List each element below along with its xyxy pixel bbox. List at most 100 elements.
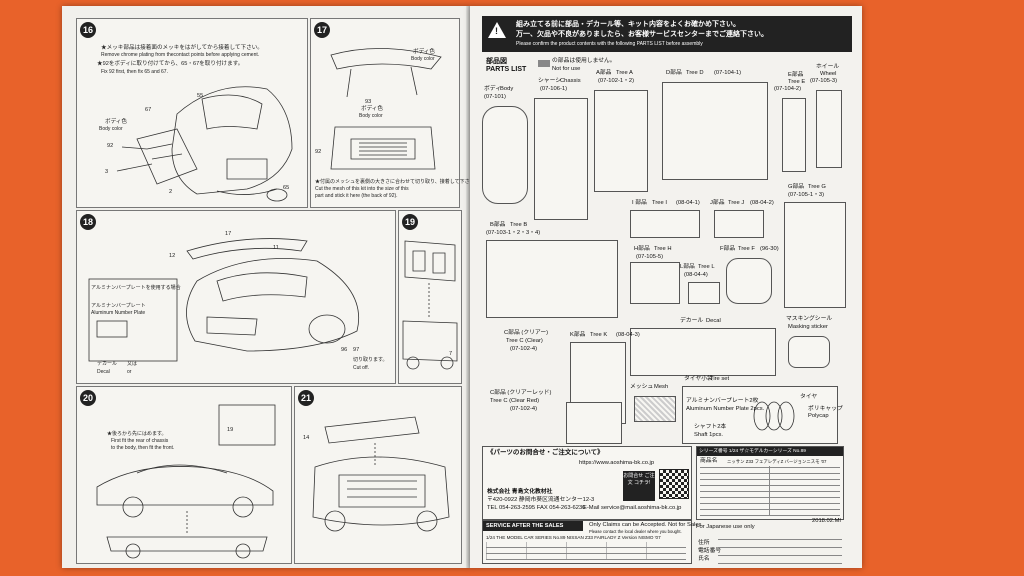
tree-i-en: Tree I xyxy=(652,200,667,206)
interior-chassis-drawing xyxy=(402,240,458,370)
not-for-use-swatch xyxy=(538,60,550,67)
shaft-jp: シャフト2本 xyxy=(694,424,727,430)
plate-usage-jp: アルミナンバープレートを使用する場合 xyxy=(91,285,181,291)
service-title: SERVICE AFTER THE SALES xyxy=(486,523,564,529)
tree-a-en: Tree A xyxy=(616,70,633,76)
cut-off-en: Cut off. xyxy=(353,365,370,371)
tree-l-drawing xyxy=(688,282,720,304)
wheel-jp: ホイール xyxy=(816,64,840,70)
not-for-use-jp: の部品は使用しません。 xyxy=(552,58,616,64)
rear-wing-drawing xyxy=(330,48,442,170)
tree-j-code: (08-04-2) xyxy=(750,200,774,206)
step-16-note1-jp: ★メッキ部品は接着面のメッキをはがしてから接着して下さい。 xyxy=(101,45,263,51)
right-parts-list-page: ! 組み立てる前に部品・デカール等、キット内容をよくお確かめ下さい。 万一、欠品… xyxy=(470,6,862,568)
tree-h-code: (07-105-5) xyxy=(636,254,664,260)
tree-l-jp: L部品 xyxy=(680,264,695,270)
tree-i-jp: I 部品 xyxy=(632,200,647,206)
header-line-3: Please confirm the product contents with… xyxy=(516,41,703,47)
tree-a-drawing xyxy=(594,90,648,192)
tree-g-jp: G部品 xyxy=(788,184,805,190)
body-color-en-label: Body color xyxy=(99,126,123,132)
body-part-drawing xyxy=(482,106,528,204)
qr-code[interactable] xyxy=(659,469,689,499)
part-label: 2 xyxy=(169,189,173,195)
body-jp: ボディ xyxy=(484,86,501,92)
tree-c-clear-code: (07-102-4) xyxy=(510,346,538,352)
step-16-note2-jp: ★92をボディに取り付けてから、65・67を取り付けます。 xyxy=(97,61,244,67)
contact-url[interactable]: https://www.aoshima-bk.co.jp xyxy=(579,460,655,466)
chassis-jp: シャーシ xyxy=(538,78,562,84)
engine-bay-drawing xyxy=(312,416,450,532)
mesh-jp: メッシュ xyxy=(630,384,654,390)
tree-c-clear-en: Tree C (Clear) xyxy=(506,338,543,344)
tree-c-red-en: Tree C (Clear Red) xyxy=(490,398,540,404)
series-price-table xyxy=(700,466,840,516)
tree-a-jp: A部品 xyxy=(596,70,612,76)
body-color-en-label: Body color xyxy=(411,56,435,62)
body-color-jp-label: ボディ色 xyxy=(361,106,383,112)
tree-b-jp: B部品 xyxy=(490,222,506,228)
part-label: 65 xyxy=(283,185,290,191)
tree-d-code: (07-104-1) xyxy=(714,70,742,76)
step-19-panel: 19 7 xyxy=(398,210,462,384)
part-label: 92 xyxy=(107,143,114,149)
body-en: Body xyxy=(500,86,514,92)
step-number-badge: 20 xyxy=(80,390,96,406)
warning-header: ! 組み立てる前に部品・デカール等、キット内容をよくお確かめ下さい。 万一、欠品… xyxy=(482,16,852,52)
tire-drawing xyxy=(753,401,795,431)
body-color-en-label: Body color xyxy=(359,113,383,119)
parts-list-jp: 部品図 xyxy=(486,58,507,65)
tree-b-drawing xyxy=(486,240,618,318)
wheel-en: Wheel xyxy=(820,71,837,77)
part-label: 17 xyxy=(225,231,232,237)
company-phone: TEL 054-263-2595 FAX 054-263-6230 xyxy=(487,505,586,511)
service-box: SERVICE AFTER THE SALES Only Claims can … xyxy=(482,520,703,564)
tree-e-drawing xyxy=(782,98,806,172)
service-model: 1/24 THE MODEL CAR SERIES No.89 NISSAN Z… xyxy=(486,535,661,540)
tree-e-code: (07-104-2) xyxy=(774,86,802,92)
wheel-tree-drawing xyxy=(816,90,842,168)
car-with-wing-drawing xyxy=(88,238,359,362)
series-title-bar xyxy=(697,447,843,456)
tree-f-en: Tree F xyxy=(738,246,755,252)
order-badge-text: お問合せ ご注文 コチラ! xyxy=(623,473,655,486)
mesh-en: Mesh xyxy=(654,384,669,390)
tire-set-en: Tire set xyxy=(710,376,730,382)
step-number-badge: 19 xyxy=(402,214,418,230)
for-japanese-use: For Japanese use only xyxy=(696,524,755,530)
decal-en-label: Decal xyxy=(97,369,110,375)
plate-jp-label: アルミナンバープレート xyxy=(91,303,146,309)
shaft-en: Shaft 1pcs. xyxy=(694,432,724,438)
step-20-note-en-1: First fit the rear of chassis xyxy=(111,438,169,444)
car-rear-drawing xyxy=(116,86,293,202)
series-col-name: 商品名 xyxy=(700,458,718,464)
masking-sticker-drawing xyxy=(788,336,830,368)
tree-g-code: (07-105-1・3) xyxy=(788,192,825,198)
tree-f-jp: F部品 xyxy=(720,246,736,252)
service-title-bar xyxy=(483,521,583,531)
tree-h-drawing xyxy=(630,262,680,304)
company-address: 〒420-0922 静岡市葵区流通センター12-3 xyxy=(487,497,595,503)
polycap-jp: ポリキャップ xyxy=(808,406,843,412)
mesh-note-en-2: part and stick it here (the back of 92). xyxy=(315,193,398,199)
plate-en-label: Aluminum Number Plate xyxy=(91,310,146,316)
tree-c-red-drawing xyxy=(566,402,622,444)
body-color-jp-label: ボディ色 xyxy=(105,119,127,125)
tree-c-red-jp: C部品 (クリアーレッド) xyxy=(490,390,552,396)
tree-f-drawing xyxy=(726,258,772,304)
step-number-badge: 18 xyxy=(80,214,96,230)
part-label: 93 xyxy=(365,99,372,105)
step-17-panel: 17 ボディ色 Body color 93 ボディ色 Body color 92… xyxy=(310,18,480,208)
step-16-panel: 16 ★メッキ部品は接着面のメッキをはがしてから接着して下さい。 Remove … xyxy=(76,18,308,208)
tree-j-jp: J部品 xyxy=(710,200,725,206)
decal-jp: デカール xyxy=(680,318,704,324)
contact-title: 《パーツのお問合せ・ご注文について》 xyxy=(487,449,604,456)
or-jp-label: 又は xyxy=(127,361,138,367)
mesh-note-en-1: Cut the mesh of this kit into the size o… xyxy=(315,186,409,192)
polycap-en: Polycap xyxy=(808,413,829,419)
mesh-drawing xyxy=(634,396,676,422)
series-box: シリーズ番号 1/24 ザ☆モデルカーシリーズ No.89 商品名 ニッサン Z… xyxy=(696,446,844,520)
tree-b-code: (07-103-1・2・3・4) xyxy=(486,230,541,236)
warning-triangle-icon: ! xyxy=(488,22,506,38)
tree-k-en: Tree K xyxy=(590,332,608,338)
